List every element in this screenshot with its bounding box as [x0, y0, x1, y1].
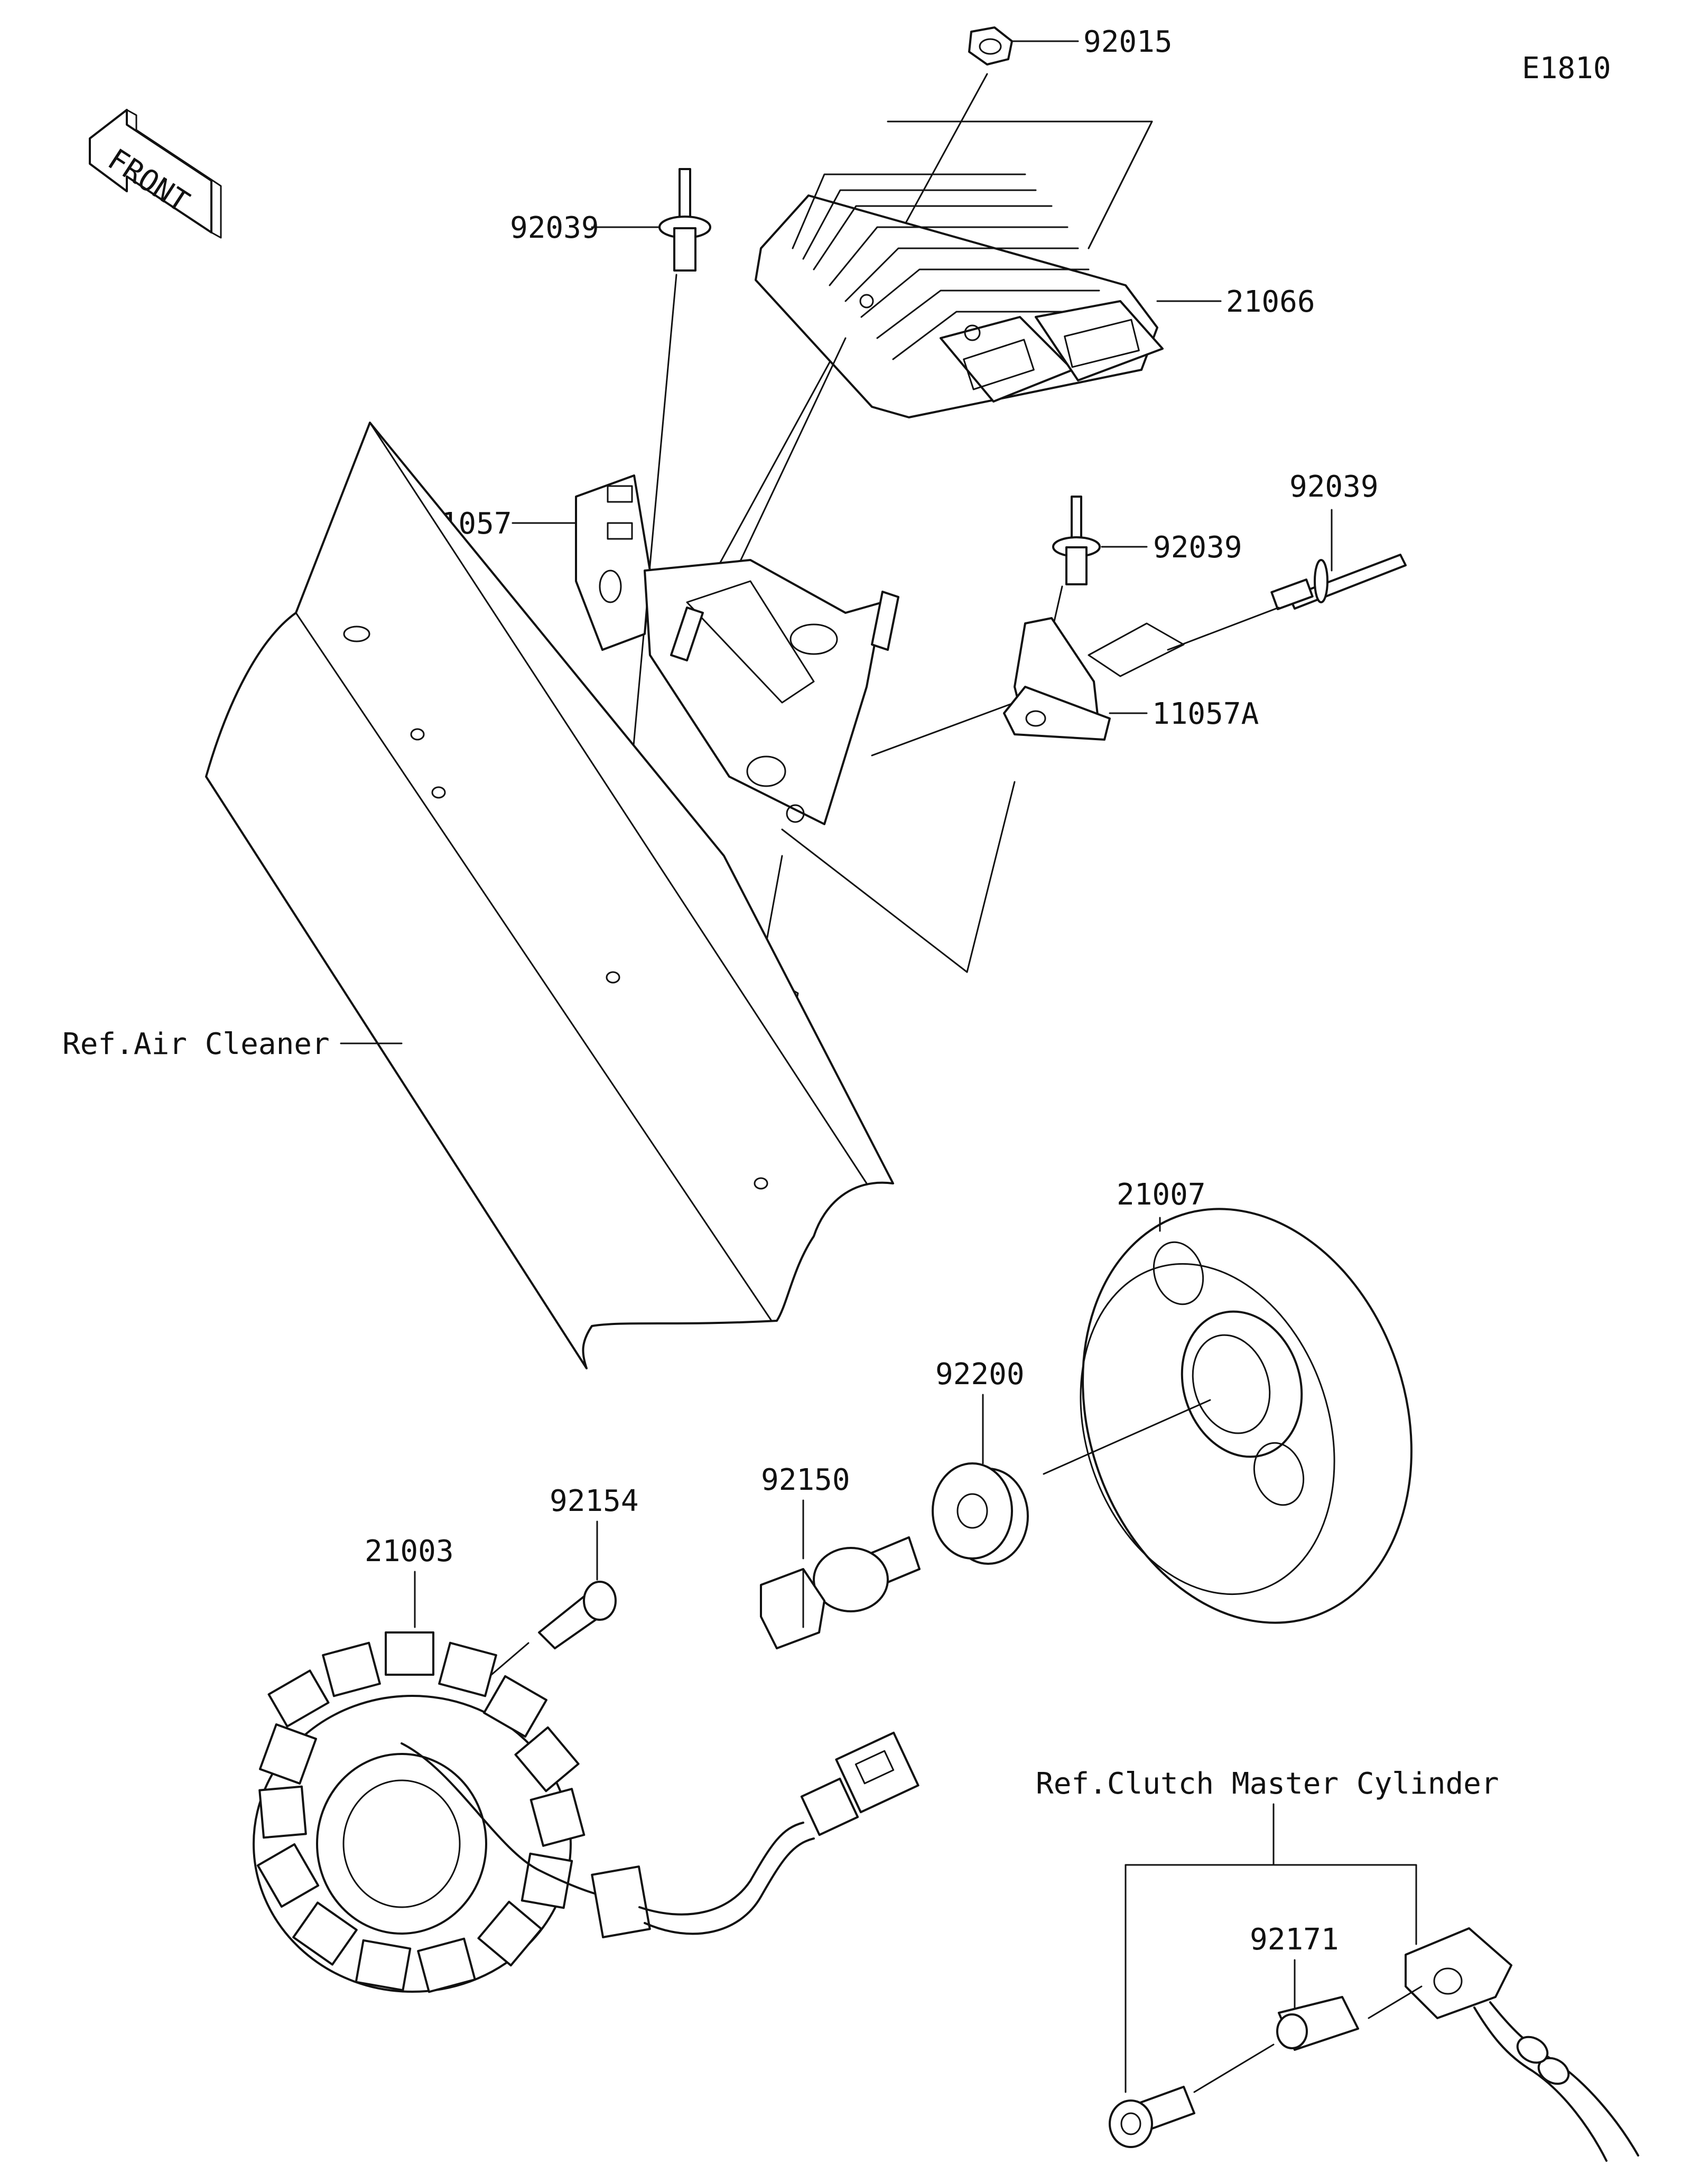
label-92039-top: 92039	[510, 211, 599, 245]
label-11057A: 11057A	[1152, 697, 1259, 731]
diagram-code: E1810	[1522, 51, 1611, 86]
clutch-master-cylinder-ref: Ref.Clutch Master Cylinder 92171	[1036, 1767, 1639, 2162]
label-ref-air-cleaner: Ref.Air Cleaner	[62, 1027, 330, 1061]
front-arrow-icon: FRONT	[89, 109, 222, 239]
regulator-21066: 21066	[712, 120, 1315, 619]
washer-92200: 92200	[932, 1357, 1029, 1565]
label-92039-mid: 92039	[1153, 530, 1242, 565]
rivet-92039-mid: 92039	[1035, 496, 1242, 704]
label-21003: 21003	[365, 1534, 454, 1569]
label-21007: 21007	[1117, 1178, 1206, 1212]
label-92015: 92015	[1083, 25, 1173, 59]
bolt-92154: 92154	[490, 1484, 639, 1676]
label-92039-right: 92039	[1289, 470, 1379, 504]
bracket-11057A: 11057A	[1003, 617, 1259, 741]
label-92154: 92154	[550, 1484, 639, 1518]
label-92200: 92200	[935, 1357, 1025, 1392]
label-92150: 92150	[761, 1463, 850, 1497]
label-ref-clutch: Ref.Clutch Master Cylinder	[1036, 1767, 1499, 1801]
rotor-21007: 21007	[1043, 1178, 1413, 1624]
air-cleaner-ref: Ref.Air Cleaner	[62, 422, 894, 1369]
bolt-92150: 92150	[760, 1463, 921, 1649]
label-21066: 21066	[1226, 285, 1315, 319]
label-92171: 92171	[1250, 1922, 1339, 1957]
stator-21003: 21003	[253, 1534, 919, 1993]
rivet-92039-right: 92039	[1167, 470, 1407, 651]
